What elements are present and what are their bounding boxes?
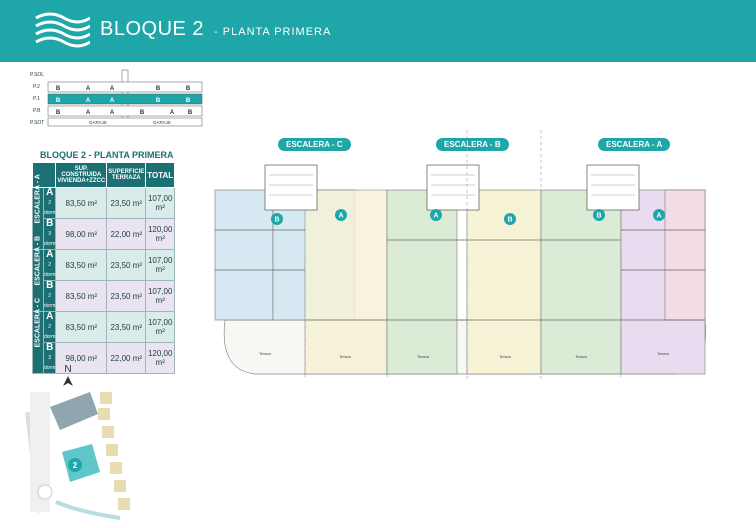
total-area: 120,00 m²	[145, 218, 176, 250]
unit-letter: B	[140, 110, 145, 116]
building-section-diagram: P.SOL P.2 P.1 P.B P.SOT B A A B B B A A …	[30, 69, 203, 127]
unit-marker-label: B	[507, 217, 512, 224]
unit-block	[214, 189, 274, 321]
column-header: TOTAL	[145, 162, 176, 188]
stair-core	[264, 164, 318, 211]
unit-marker-a	[653, 209, 665, 221]
site-map: N 2	[25, 364, 130, 520]
level-label: P.1	[33, 96, 40, 102]
built-area: 98,00 m²	[55, 342, 108, 374]
north-arrow-icon	[63, 376, 73, 386]
total-area: 107,00 m²	[145, 249, 176, 281]
page-title: BLOQUE 2 -PLANTA PRIMERA	[100, 18, 332, 40]
level-label: P.B	[33, 108, 41, 114]
terrace-label: Terraza	[339, 355, 351, 359]
total-area: 120,00 m²	[145, 342, 176, 374]
column-header: SUP. CONSTRUIDA VIVIENDA+ZZCC	[55, 162, 108, 188]
unit-letter: B	[156, 98, 161, 104]
unit-marker-a	[335, 209, 347, 221]
built-area: 83,50 m²	[55, 249, 108, 281]
garage-label: GARAJE	[153, 120, 171, 125]
waves-logo-icon	[35, 12, 90, 48]
unit-letter: A	[110, 86, 115, 92]
terrace-label: Terraza	[259, 352, 271, 356]
unit-block	[386, 189, 458, 375]
table-title: BLOQUE 2 - PLANTA PRIMERA	[40, 150, 174, 160]
block-marker	[68, 458, 82, 472]
unit-letter: A	[86, 110, 91, 116]
terrace-label: Terraza	[575, 355, 587, 359]
unit-letter: B	[56, 86, 61, 92]
garage-label: GARAJE	[89, 120, 107, 125]
stair-tag-a: ESCALERA - A	[598, 138, 671, 151]
stair-core	[426, 164, 480, 211]
unit-marker-b	[504, 213, 516, 225]
unit-block	[466, 189, 542, 375]
unit-marker-label: A	[338, 213, 343, 220]
unit-letter: A	[86, 86, 91, 92]
built-area: 98,00 m²	[55, 218, 108, 250]
unit-block	[540, 189, 622, 375]
stair-core	[586, 164, 640, 211]
stair-tag-b: ESCALERA - B	[436, 138, 509, 151]
unit-letter: B	[56, 110, 61, 116]
level-label: P.SOT	[30, 120, 44, 126]
unit-block	[304, 189, 388, 375]
built-area: 83,50 m²	[55, 280, 108, 312]
floor-plan: B A A B B A Terraza Terraza Terraza Terr…	[214, 130, 706, 380]
terrace-area: 22,00 m²	[106, 342, 147, 374]
unit-letter: A	[110, 98, 115, 104]
terrace-area: 23,50 m²	[106, 280, 147, 312]
terrace-area: 23,50 m²	[106, 249, 147, 281]
north-label: N	[64, 364, 71, 375]
total-area: 107,00 m²	[145, 311, 176, 343]
stair-tag-c: ESCALERA - C	[278, 138, 351, 151]
terrace-area: 23,50 m²	[106, 187, 147, 219]
terrace-label: Terraza	[499, 355, 511, 359]
unit-letter: A	[170, 110, 175, 116]
page-header: BLOQUE 2 -PLANTA PRIMERA	[0, 0, 756, 62]
unit-marker-b	[271, 213, 283, 225]
unit-marker-a	[430, 209, 442, 221]
unit-marker-label: B	[596, 213, 601, 220]
terrace-area: 23,50 m²	[106, 311, 147, 343]
surface-table: SUP. CONSTRUIDA VIVIENDA+ZZCC SUPERFICIE…	[31, 162, 176, 374]
block-number: 2	[73, 461, 78, 470]
level-label: P.2	[33, 84, 40, 90]
built-area: 83,50 m²	[55, 311, 108, 343]
level-label: P.SOL	[30, 72, 44, 78]
unit-letter: B	[186, 98, 191, 104]
terrace-label: Terraza	[417, 355, 429, 359]
column-header: SUPERFICIE TERRAZA	[106, 162, 147, 188]
unit-letter: B	[56, 98, 61, 104]
unit-marker-label: B	[274, 217, 279, 224]
built-area: 83,50 m²	[55, 187, 108, 219]
unit-marker-label: A	[433, 213, 438, 220]
column-header	[31, 162, 57, 188]
unit-letter: A	[110, 110, 115, 116]
total-area: 107,00 m²	[145, 280, 176, 312]
unit-letter: B	[156, 86, 161, 92]
terrace-area: 22,00 m²	[106, 218, 147, 250]
unit-letter: A	[86, 98, 91, 104]
unit-block	[664, 189, 706, 321]
unit-marker-label: A	[656, 213, 661, 220]
terrace-label: Terraza	[657, 352, 669, 356]
total-area: 107,00 m²	[145, 187, 176, 219]
unit-letter: B	[186, 86, 191, 92]
unit-letter: B	[188, 110, 193, 116]
unit-marker-b	[593, 209, 605, 221]
